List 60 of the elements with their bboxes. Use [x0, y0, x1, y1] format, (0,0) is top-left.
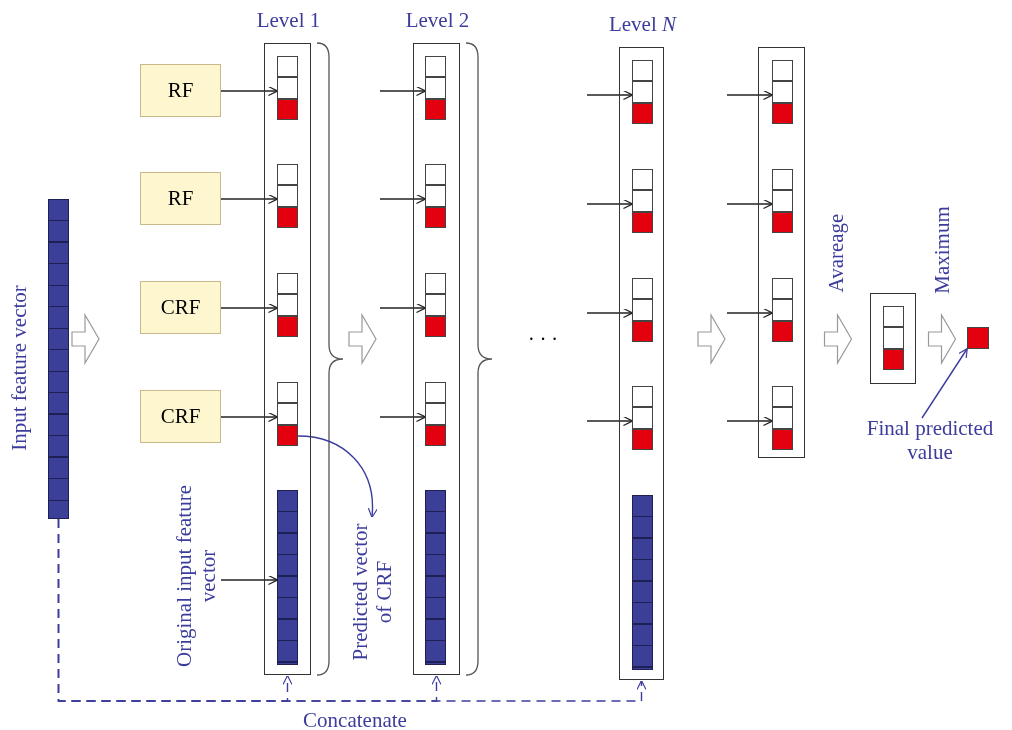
arrow [220, 574, 279, 586]
arrow [726, 415, 774, 427]
hollow-arrow [697, 312, 726, 366]
curved-arrow [297, 435, 378, 519]
ellipsis-text: · · · [527, 328, 559, 351]
class-vector [632, 169, 653, 233]
feature-vector-bar [48, 199, 69, 519]
class-vector [772, 386, 793, 450]
arrow [379, 193, 427, 205]
arrow [220, 85, 279, 97]
class-vector [425, 273, 446, 337]
class-vector [425, 382, 446, 446]
arrow [586, 198, 634, 210]
class-vector [277, 56, 298, 120]
class-vector [425, 164, 446, 228]
arrow [220, 411, 279, 423]
output-panel [758, 47, 805, 458]
arrow [586, 89, 634, 101]
arrow [586, 307, 634, 319]
arrow [220, 193, 279, 205]
class-vector [632, 60, 653, 124]
class-vector [277, 382, 298, 446]
arrow [586, 415, 634, 427]
class-vector [277, 273, 298, 337]
level-heading: Level 1 [255, 8, 322, 32]
hollow-arrow [927, 312, 957, 366]
feature-vector-bar [277, 490, 298, 665]
arrow [379, 302, 427, 314]
arrow [379, 85, 427, 97]
arrow [726, 198, 774, 210]
hollow-arrow [71, 312, 100, 366]
leader-arrow [921, 348, 968, 419]
class-vector [772, 278, 793, 342]
vector-label: Input feature vector [7, 284, 31, 453]
hollow-arrow [823, 312, 853, 366]
arrow [379, 411, 427, 423]
feature-vector-bar [632, 495, 653, 670]
arrow [220, 302, 279, 314]
final-value-square [967, 327, 989, 349]
class-vector [632, 386, 653, 450]
arrow [726, 89, 774, 101]
annotation-text: Original input feature vector [171, 476, 221, 676]
dashed-arrow [57, 518, 647, 702]
forest-box: CRF [140, 281, 221, 334]
class-vector [425, 56, 446, 120]
level-heading: Level 2 [404, 8, 471, 32]
hollow-arrow [348, 312, 377, 366]
class-vector [277, 164, 298, 228]
forest-box: RF [140, 64, 221, 117]
class-vector [632, 278, 653, 342]
forest-box: CRF [140, 390, 221, 443]
forest-box: RF [140, 172, 221, 225]
arrow [726, 307, 774, 319]
class-vector [772, 169, 793, 233]
annotation-text: Predicted vector of CRF [347, 517, 397, 667]
feature-vector-bar [425, 490, 446, 665]
class-vector [772, 60, 793, 124]
level-heading: Level N [607, 12, 678, 36]
averaged-vector [870, 293, 916, 384]
annotation-text: Final predicted value [850, 414, 1010, 466]
